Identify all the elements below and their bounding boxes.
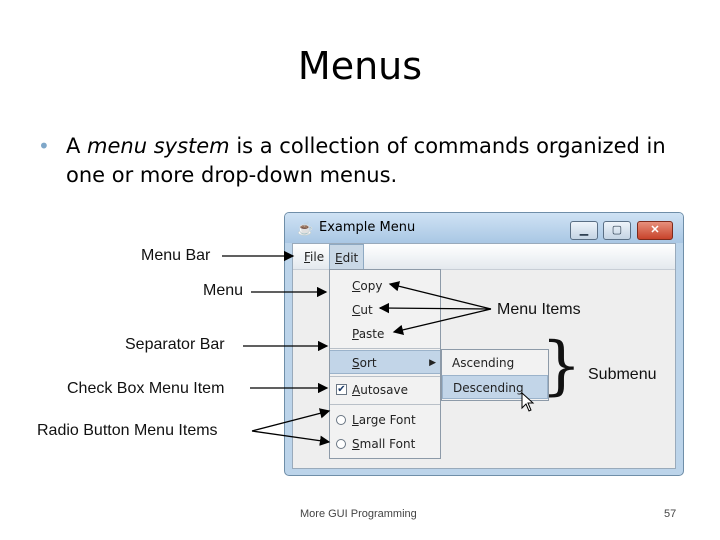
maximize-button[interactable]: ▢ — [603, 221, 631, 240]
separator-bar — [330, 376, 440, 377]
checkbox-checked-icon[interactable]: ✔ — [336, 384, 347, 395]
menu-item-copy[interactable]: Copy — [352, 279, 383, 293]
example-menu-window: ☕ Example Menu ▁ ▢ ✕ File Edit Copy Cut … — [284, 212, 684, 476]
close-button[interactable]: ✕ — [637, 221, 673, 240]
edit-menu-dropdown: Copy Cut Paste Sort▶ ✔Autosave Large Fon… — [329, 269, 441, 459]
java-cup-icon: ☕ — [297, 221, 314, 236]
submenu-arrow-icon: ▶ — [429, 358, 436, 368]
bullet-emphasis: menu system — [87, 134, 230, 158]
label-check-box-menu-item: Check Box Menu Item — [67, 380, 225, 397]
bullet-icon: • — [38, 134, 50, 158]
label-menu-bar: Menu Bar — [141, 247, 211, 264]
window-titlebar[interactable]: ☕ Example Menu ▁ ▢ ✕ — [285, 213, 683, 243]
mouse-pointer-icon — [521, 392, 535, 412]
slide-title: Menus — [297, 44, 423, 88]
menu-item-cut[interactable]: Cut — [352, 303, 373, 317]
label-submenu: Submenu — [588, 366, 657, 383]
menu-item-paste[interactable]: Paste — [352, 327, 385, 341]
menu-file[interactable]: File — [304, 250, 325, 264]
bullet-text: A menu system is a collection of command… — [66, 134, 666, 187]
menu-item-small-font[interactable]: Small Font — [330, 432, 440, 456]
window-client-area: File Edit Copy Cut Paste Sort▶ ✔Autosave… — [292, 243, 676, 469]
separator-bar — [330, 404, 440, 405]
submenu-item-descending[interactable]: Descending — [442, 375, 548, 399]
radio-button-icon[interactable] — [336, 415, 346, 425]
menu-item-large-font[interactable]: Large Font — [330, 408, 440, 432]
footer-text: More GUI Programming — [300, 508, 417, 520]
minimize-button[interactable]: ▁ — [570, 221, 598, 240]
menu-edit[interactable]: Edit — [329, 244, 365, 270]
label-menu: Menu — [203, 282, 244, 299]
sort-submenu: Ascending Descending — [441, 349, 549, 401]
menu-bar: File Edit — [293, 244, 675, 270]
label-separator-bar: Separator Bar — [125, 336, 225, 353]
separator-bar — [330, 348, 440, 349]
page-number: 57 — [664, 508, 677, 520]
window-title: Example Menu — [319, 220, 416, 235]
menu-item-sort[interactable]: Sort▶ — [330, 350, 440, 374]
menu-item-autosave[interactable]: ✔Autosave — [336, 383, 408, 397]
radio-button-icon[interactable] — [336, 439, 346, 449]
submenu-brace: } — [541, 329, 582, 403]
label-radio-button-menu-items: Radio Button Menu Items — [37, 422, 218, 439]
submenu-item-ascending[interactable]: Ascending — [452, 356, 515, 370]
label-menu-items: Menu Items — [497, 301, 581, 318]
